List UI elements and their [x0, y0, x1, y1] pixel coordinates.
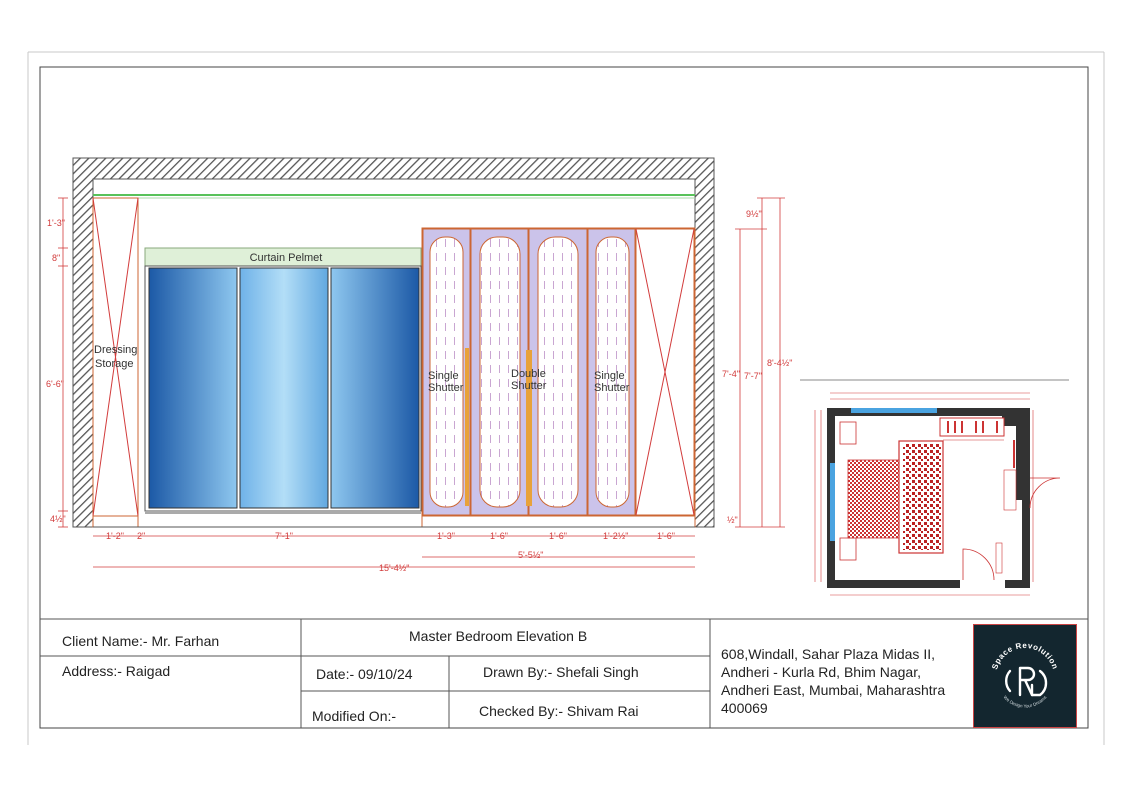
- shutter-panel-3: [537, 236, 579, 508]
- window-panel-right: [330, 267, 420, 509]
- shutter-handle-left: [465, 348, 469, 506]
- dim-bottom-4: 1'-3": [437, 531, 455, 541]
- office-address-line-1: 608,Windall, Sahar Plaza Midas II,: [721, 646, 935, 662]
- single-shutter-left-label-2: Shutter: [428, 382, 464, 394]
- office-address-line-4: 400069: [721, 700, 768, 716]
- shutter-panel-4: [595, 236, 630, 508]
- single-shutter-left-label-1: Single: [428, 370, 459, 382]
- key-plan-dims: [814, 392, 1034, 596]
- dim-right-3: 7'-7": [744, 371, 762, 381]
- key-plan-wardrobe: [939, 417, 1005, 437]
- dims-bottom: 1'-2" 2" 7'-1" 1'-3" 1'-6" 1'-6" 1'-2½" …: [93, 531, 695, 573]
- shutter-panel-1: [429, 236, 464, 508]
- window-panel-center: [239, 267, 329, 509]
- dim-bottom-5: 1'-6": [490, 531, 508, 541]
- side-unit-cross-2: [635, 228, 695, 516]
- key-plan-side-table-bottom: [839, 537, 857, 561]
- key-plan-entry-door: [962, 548, 995, 581]
- client-address: Address:- Raigad: [62, 663, 171, 679]
- wall-hatch: [72, 157, 715, 528]
- drawing-frame: [39, 66, 1089, 729]
- dim-bottom-6: 1'-6": [549, 531, 567, 541]
- dim-bottom-total: 15'-4½": [379, 563, 409, 573]
- drawn-by: Drawn By:- Shefali Singh: [483, 664, 639, 680]
- double-shutter-label-2: Shutter: [511, 380, 547, 392]
- dim-bottom-3: 7'-1": [275, 531, 293, 541]
- logo-tagline: We Design Your Dreams: [1003, 694, 1048, 709]
- dim-left-1: 1'-3": [47, 218, 65, 228]
- key-plan-walls-right: [1002, 416, 1030, 588]
- dim-right-4: 8'-4½": [767, 358, 792, 368]
- dim-bottom-2: 2": [137, 531, 145, 541]
- double-shutter-label-1: Double: [511, 368, 546, 380]
- key-plan-window-top: [851, 408, 937, 413]
- dim-right-5: ½": [727, 515, 738, 525]
- office-address: 608,Windall, Sahar Plaza Midas II, Andhe…: [721, 645, 971, 717]
- drawing-title: Master Bedroom Elevation B: [409, 628, 588, 644]
- office-address-line-2: Andheri - Kurla Rd, Bhim Nagar,: [721, 664, 921, 680]
- dressing-cross-2: [92, 197, 139, 517]
- dims-right: 9½" 7'-4" 7'-7" 8'-4½" ½": [722, 197, 792, 528]
- dim-bottom-sub: 5'-5½": [518, 550, 543, 560]
- dressing-plinth: [92, 515, 139, 528]
- key-plan-hangers: [947, 421, 1015, 468]
- shutter-panel-2: [479, 236, 521, 508]
- key-plan-door-swing: [1029, 477, 1061, 509]
- office-address-line-3: Andheri East, Mumbai, Maharashtra: [721, 682, 946, 698]
- key-plan-bed-mosaic: [903, 444, 941, 550]
- curtain-pelmet-label: Curtain Pelmet: [250, 252, 323, 264]
- dim-left-2: 8": [52, 253, 60, 263]
- key-plan-rug: [847, 459, 907, 539]
- shutter-handle-center: [526, 350, 532, 506]
- dressing-label-1: Dressing: [94, 344, 137, 356]
- logo-mark: Space Revolution We Design Your Dreams: [990, 641, 1060, 709]
- elevation-b: Dressing Storage Curtain Pelmet: [46, 157, 792, 573]
- company-logo: Space Revolution We Design Your Dreams: [973, 624, 1077, 728]
- logo-text: Space Revolution: [990, 641, 1060, 671]
- drawing-date: Date:- 09/10/24: [316, 666, 413, 682]
- key-plan-window-left: [830, 463, 835, 541]
- wardrobe-shutters: [422, 228, 636, 516]
- dim-left-4: 4½": [50, 514, 66, 524]
- key-plan: [800, 379, 1069, 596]
- single-shutter-right-label-2: Shutter: [594, 382, 630, 394]
- window-panel-left: [148, 267, 238, 509]
- logo-monogram: [1005, 666, 1048, 697]
- modified-on: Modified On:-: [312, 708, 397, 724]
- dim-bottom-1: 1'-2": [106, 531, 124, 541]
- client-name: Client Name:- Mr. Farhan: [62, 633, 220, 649]
- checked-by: Checked By:- Shivam Rai: [479, 703, 639, 719]
- single-shutter-right-label-1: Single: [594, 370, 625, 382]
- dim-right-2: 7'-4": [722, 369, 740, 379]
- wardrobe-plinth: [421, 515, 696, 528]
- dim-left-3: 6'-6": [46, 379, 64, 389]
- dim-bottom-7: 1'-2½": [603, 531, 628, 541]
- dim-right-1: 9½": [746, 209, 762, 219]
- dim-bottom-8: 1'-6": [657, 531, 675, 541]
- key-plan-tv-unit: [995, 542, 1003, 574]
- dressing-label-2: Storage: [95, 358, 134, 370]
- title-block-grid: [40, 618, 1088, 728]
- key-plan-side-table-top: [839, 421, 857, 445]
- dims-left: 1'-3" 8" 6'-6" 4½": [46, 197, 68, 528]
- key-plan-desk: [1003, 469, 1017, 511]
